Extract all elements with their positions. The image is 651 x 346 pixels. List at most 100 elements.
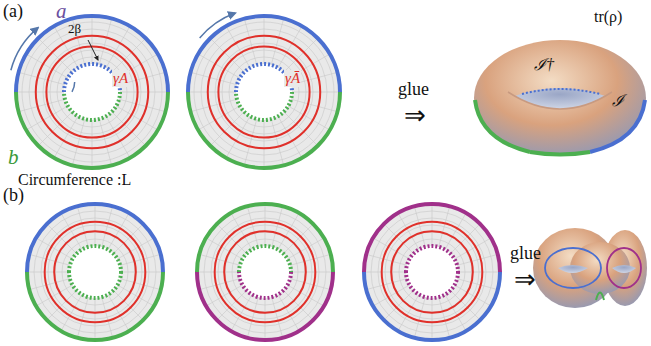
- grid-ray: [265, 204, 266, 246]
- inner-arc: [69, 272, 121, 298]
- grid-ray: [99, 119, 111, 165]
- grid-ray: [247, 206, 258, 247]
- grid-ray: [247, 297, 258, 338]
- grid-ray: [272, 206, 283, 247]
- grid-ray: [290, 254, 331, 265]
- grid-ray: [199, 254, 240, 265]
- annulus: [16, 16, 168, 168]
- inner-arc: [69, 246, 121, 272]
- grid-ray: [284, 38, 318, 72]
- grid-ray: [27, 272, 69, 273]
- operator-label: ℐ†: [534, 56, 554, 74]
- grid-ray: [414, 297, 425, 338]
- inner-arc: [64, 92, 120, 120]
- red-circle: [215, 222, 316, 323]
- grid-ray: [458, 272, 500, 273]
- operation-label: glue: [510, 244, 541, 264]
- grid-ray: [120, 254, 161, 265]
- grid-ray: [244, 19, 256, 65]
- grid-ray: [112, 112, 146, 146]
- boundary-arc: [197, 204, 333, 272]
- grid-ray: [95, 298, 96, 340]
- grid-ray: [271, 19, 283, 65]
- boundary-arc: [16, 92, 168, 168]
- annulus-fill: [197, 204, 333, 340]
- boundary-arc: [27, 272, 163, 340]
- inner-arc: [236, 92, 292, 120]
- quantity-label: tr(ρ): [594, 8, 622, 26]
- grid-ray: [191, 72, 237, 84]
- grid-ray: [457, 279, 498, 290]
- grid-ray: [439, 206, 450, 247]
- operation-arrow: ⇒: [404, 102, 426, 131]
- panel-label: (a): [3, 2, 23, 22]
- grid-ray: [364, 272, 406, 273]
- grid-ray: [19, 72, 65, 84]
- grid-ray: [92, 16, 93, 64]
- grid-ray: [77, 297, 88, 338]
- annulus: [197, 204, 333, 340]
- boundary-arc: [16, 16, 168, 92]
- grid-ray: [112, 38, 146, 72]
- grid-ray: [197, 272, 239, 273]
- grid-ray: [210, 38, 244, 72]
- grid-ray: [120, 279, 161, 290]
- direction-arrow: [11, 28, 38, 71]
- grid-ray: [77, 206, 88, 247]
- grid-ray: [210, 112, 244, 146]
- direction-arrow: [72, 82, 75, 92]
- annulus: [188, 16, 340, 168]
- grid-ray: [366, 279, 407, 290]
- grid-ray: [19, 99, 65, 111]
- red-circle: [36, 36, 148, 148]
- boundary-arc: [197, 272, 333, 340]
- boundary-label: a: [56, 0, 67, 23]
- grid-ray: [271, 119, 283, 165]
- boundary-arc: [364, 204, 500, 272]
- red-circle: [208, 36, 320, 148]
- grid-ray: [102, 297, 113, 338]
- grid-ray: [264, 16, 265, 64]
- curve-label: γĀ: [284, 70, 301, 87]
- annulus: [364, 204, 500, 340]
- boundary-arc: [188, 92, 340, 168]
- grid-ray: [191, 99, 237, 111]
- annulus: [27, 204, 163, 340]
- direction-arrow: [200, 13, 236, 38]
- annuli: [11, 13, 500, 340]
- red-circle: [382, 222, 483, 323]
- grid-ray: [38, 112, 72, 146]
- grid-ray: [120, 92, 168, 93]
- annulus-fill: [27, 204, 163, 340]
- grid-ray: [291, 272, 333, 273]
- grid-ray: [457, 254, 498, 265]
- grid-ray: [366, 254, 407, 265]
- grid-ray: [439, 297, 450, 338]
- annulus-fill: [16, 16, 168, 168]
- grid-ray: [102, 206, 113, 247]
- inner-arc: [239, 246, 291, 272]
- grid-ray: [38, 38, 72, 72]
- red-circle: [46, 46, 137, 137]
- grid-ray: [264, 120, 265, 168]
- grid-ray: [432, 204, 433, 246]
- grid-ray: [95, 204, 96, 246]
- grid-ray: [290, 279, 331, 290]
- annulus-fill: [188, 16, 340, 168]
- grid-ray: [16, 92, 64, 93]
- grid-ray: [119, 99, 165, 111]
- inner-arc: [406, 246, 458, 272]
- operator-label: ℐ: [612, 92, 624, 110]
- grid-ray: [121, 272, 163, 273]
- grid-ray: [432, 298, 433, 340]
- double-torus: [533, 228, 647, 308]
- curve-label: γA: [112, 70, 129, 87]
- grid-ray: [29, 279, 70, 290]
- grid-ray: [188, 92, 236, 93]
- grid-ray: [92, 120, 93, 168]
- dimension-label: 2β: [68, 22, 81, 36]
- grid-ray: [99, 19, 111, 65]
- inner-arc: [406, 272, 458, 298]
- grid-ray: [291, 99, 337, 111]
- boundary-arc: [27, 204, 163, 272]
